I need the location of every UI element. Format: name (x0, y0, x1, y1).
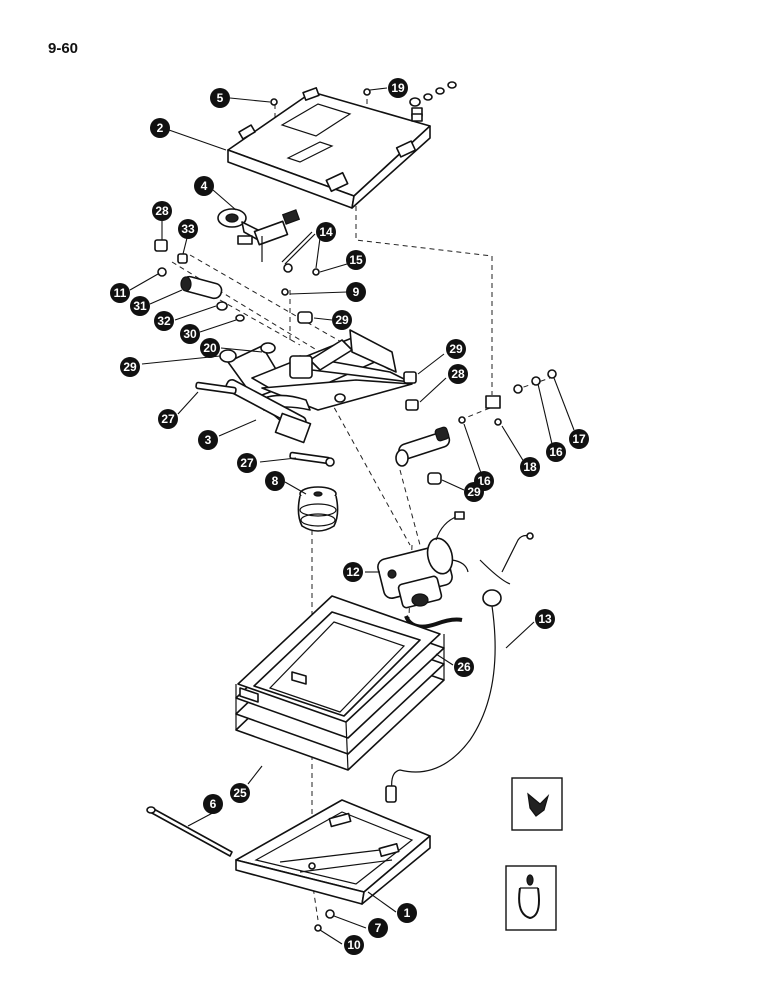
callout-5: 5 (210, 88, 230, 108)
svg-text:7: 7 (375, 921, 382, 935)
callout-28-top: 28 (152, 201, 172, 221)
svg-text:29: 29 (335, 313, 349, 327)
long-rod (146, 806, 233, 857)
bushings-right (403, 369, 557, 426)
callout-13: 13 (535, 609, 555, 629)
scissor-frame (219, 329, 413, 444)
svg-text:13: 13 (538, 612, 552, 626)
callout-1: 1 (397, 903, 417, 923)
callout-4: 4 (194, 176, 214, 196)
callout-27-b: 27 (237, 453, 257, 473)
svg-text:16: 16 (477, 474, 491, 488)
svg-text:9: 9 (353, 285, 360, 299)
callout-14: 14 (316, 222, 336, 242)
callout-2: 2 (150, 118, 170, 138)
svg-text:20: 20 (203, 341, 217, 355)
callout-7: 7 (368, 918, 388, 938)
svg-text:29: 29 (449, 342, 463, 356)
callout-16-b: 16 (546, 442, 566, 462)
callout-8: 8 (265, 471, 285, 491)
base-frame (235, 799, 431, 905)
page-number: 9-60 (48, 40, 79, 57)
callout-19: 19 (388, 78, 408, 98)
inset-clamp (505, 865, 557, 931)
svg-text:29: 29 (123, 360, 137, 374)
bellows (235, 595, 445, 771)
svg-text:27: 27 (240, 456, 254, 470)
callout-9: 9 (346, 282, 366, 302)
callout-18: 18 (520, 457, 540, 477)
callout-3: 3 (198, 430, 218, 450)
svg-text:28: 28 (155, 204, 169, 218)
svg-text:29: 29 (467, 485, 481, 499)
svg-text:8: 8 (272, 474, 279, 488)
svg-text:17: 17 (572, 432, 586, 446)
svg-text:32: 32 (157, 314, 171, 328)
svg-text:31: 31 (133, 299, 147, 313)
air-spring (297, 486, 339, 532)
adjuster-lever (217, 208, 301, 262)
pins (195, 381, 335, 467)
svg-text:33: 33 (181, 222, 195, 236)
callout-27-a: 27 (158, 409, 178, 429)
top-hardware (270, 81, 457, 122)
callout-33: 33 (178, 219, 198, 239)
bushings-left (154, 239, 320, 324)
svg-text:3: 3 (205, 433, 212, 447)
svg-text:4: 4 (201, 179, 208, 193)
svg-text:1: 1 (404, 906, 411, 920)
callout-17: 17 (569, 429, 589, 449)
screw (314, 924, 322, 932)
callout-25: 25 (230, 783, 250, 803)
svg-text:10: 10 (347, 938, 361, 952)
washer (325, 909, 335, 919)
callout-15: 15 (346, 250, 366, 270)
callout-30: 30 (180, 324, 200, 344)
callout-6: 6 (203, 794, 223, 814)
svg-text:2: 2 (157, 121, 164, 135)
callout-26: 26 (454, 657, 474, 677)
svg-text:11: 11 (114, 286, 127, 300)
svg-text:12: 12 (346, 565, 360, 579)
svg-text:15: 15 (349, 253, 363, 267)
callout-29-d: 29 (464, 482, 484, 502)
svg-text:6: 6 (210, 797, 217, 811)
compressor (377, 511, 469, 629)
callout-29-a: 29 (332, 310, 352, 330)
shock-absorber (395, 426, 451, 485)
callout-20: 20 (200, 338, 220, 358)
wiring-harness (385, 532, 534, 803)
svg-text:25: 25 (233, 786, 247, 800)
callout-28-right: 28 (448, 364, 468, 384)
svg-text:26: 26 (457, 660, 471, 674)
callout-31: 31 (130, 296, 150, 316)
svg-text:5: 5 (217, 91, 224, 105)
svg-text:19: 19 (391, 81, 405, 95)
callout-32: 32 (154, 311, 174, 331)
callout-29-b: 29 (446, 339, 466, 359)
svg-text:30: 30 (183, 327, 197, 341)
inset-wing-nut (511, 777, 563, 831)
callout-12: 12 (343, 562, 363, 582)
callout-10: 10 (344, 935, 364, 955)
svg-text:27: 27 (161, 412, 175, 426)
callout-11: 11 (110, 283, 130, 303)
svg-text:18: 18 (523, 460, 537, 474)
svg-text:14: 14 (319, 225, 333, 239)
callout-29-c: 29 (120, 357, 140, 377)
top-plate (227, 87, 431, 209)
svg-text:28: 28 (451, 367, 465, 381)
svg-text:16: 16 (549, 445, 563, 459)
rod (281, 231, 313, 263)
